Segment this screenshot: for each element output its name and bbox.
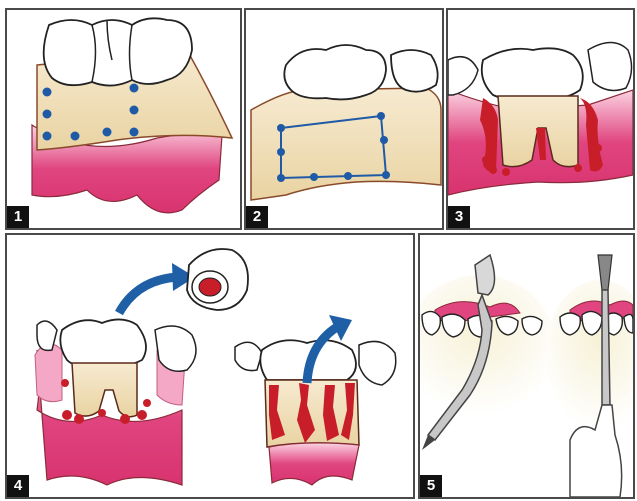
panel-3-illustration bbox=[448, 10, 633, 228]
extracted-core bbox=[187, 249, 248, 310]
tooth-crown-right bbox=[391, 50, 438, 92]
chisel-instrument bbox=[602, 290, 610, 405]
panel-2-illustration bbox=[246, 10, 442, 228]
panel-label-3: 3 bbox=[448, 206, 470, 228]
panel-2: 2 bbox=[244, 8, 444, 230]
panel-3: 3 bbox=[446, 8, 635, 230]
panel-1: 1 bbox=[5, 8, 242, 230]
panel-1-illustration bbox=[7, 10, 240, 228]
panel-4-illustration bbox=[7, 235, 413, 497]
instrument-handle-left bbox=[475, 255, 495, 295]
tooth-crown-left bbox=[60, 319, 146, 366]
panel-label-5: 5 bbox=[420, 475, 442, 497]
panel-label-2: 2 bbox=[246, 206, 268, 228]
panel-5-illustration bbox=[420, 235, 633, 497]
tooth-crown-left bbox=[284, 45, 386, 99]
tooth-crown bbox=[482, 48, 583, 99]
panel-label-1: 1 bbox=[7, 206, 29, 228]
panel-4: 4 bbox=[5, 233, 415, 499]
panel-label-4: 4 bbox=[7, 475, 29, 497]
bone-block bbox=[251, 88, 441, 200]
tooth-crowns bbox=[44, 18, 192, 85]
removal-arrow bbox=[119, 277, 177, 313]
panel-5: 5 bbox=[418, 233, 635, 499]
tooth-root-left bbox=[72, 363, 137, 417]
